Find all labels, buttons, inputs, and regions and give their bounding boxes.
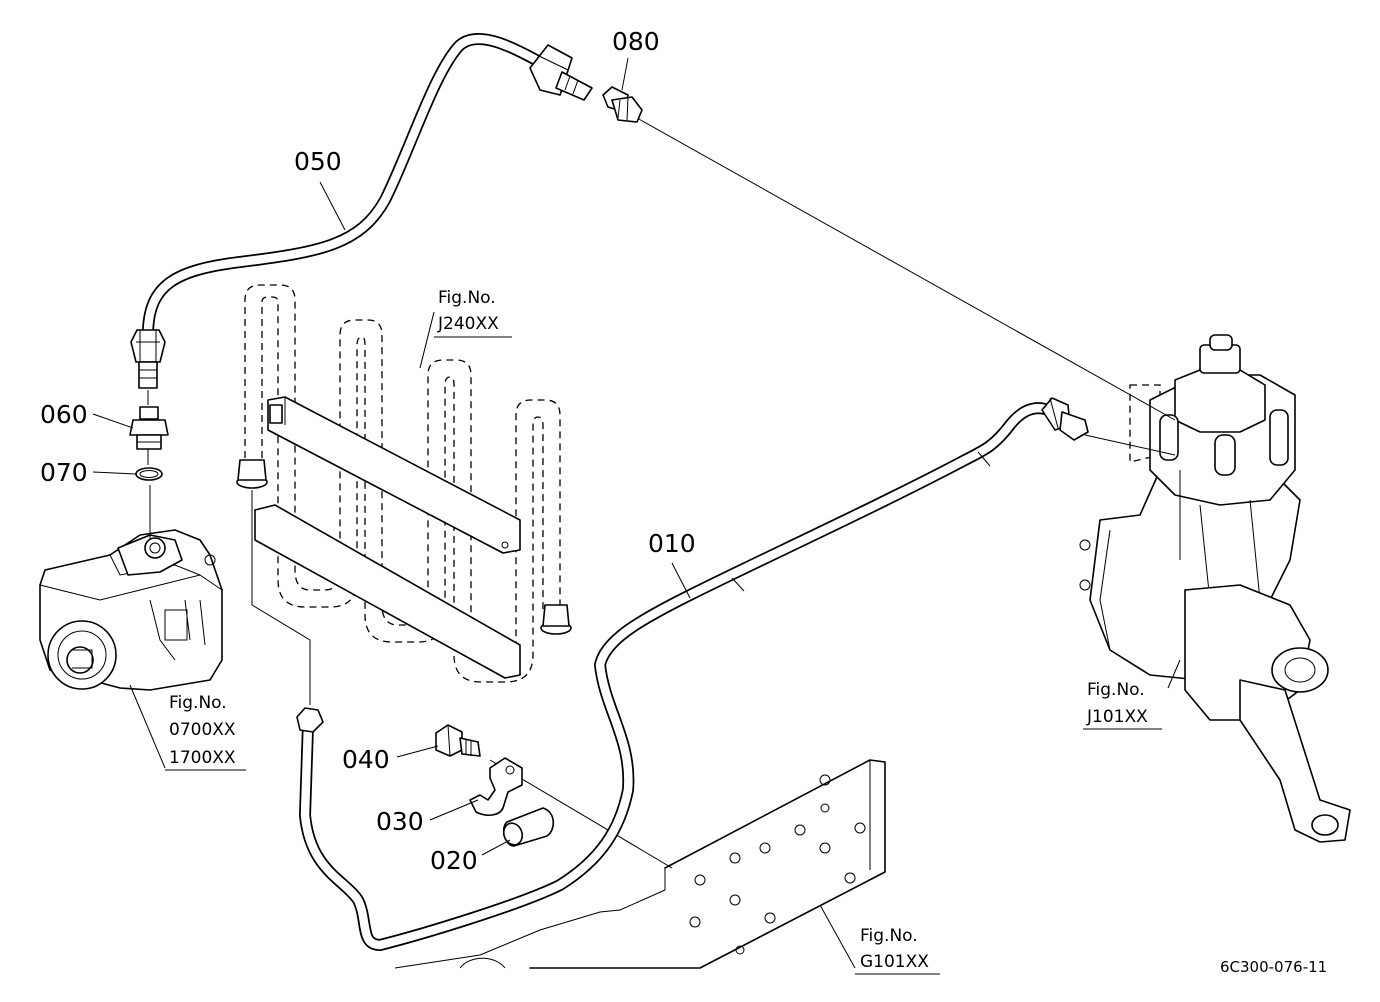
leader-lines [92, 57, 1181, 969]
ref-code: J240XX [437, 314, 499, 334]
oil-cooler [236, 284, 572, 683]
ref-label: Fig.No. [169, 693, 227, 713]
steering-unit [1079, 334, 1351, 843]
ref-hydraulic-pump: Fig.No. 0700XX 1700XX [165, 693, 246, 771]
hose-protector-020 [502, 807, 555, 847]
frame-plate [394, 759, 886, 969]
callout-010: 010 [648, 529, 696, 558]
callout-040: 040 [342, 745, 390, 774]
ref-label: Fig.No. [860, 926, 918, 946]
ref-code: 1700XX [169, 748, 236, 768]
callout-050: 050 [294, 147, 342, 176]
callout-020: 020 [430, 846, 478, 875]
adapter-080 [602, 86, 643, 123]
callout-030: 030 [376, 807, 424, 836]
hose-050 [130, 32, 593, 389]
pipe-010 [296, 397, 1089, 951]
callout-080: 080 [612, 27, 660, 56]
callout-070: 070 [40, 458, 88, 487]
ref-oil-cooler: Fig.No. J240XX [434, 288, 512, 338]
hydraulic-pump [39, 529, 223, 691]
clamp-030 [469, 757, 523, 817]
ref-code: G101XX [860, 952, 929, 972]
ref-code: 0700XX [169, 720, 236, 740]
ref-label: Fig.No. [438, 288, 496, 308]
drawing-code: 6C300-076-11 [1220, 958, 1327, 976]
o-ring-070 [135, 467, 163, 481]
adapter-060 [129, 406, 169, 450]
callout-060: 060 [40, 400, 88, 429]
ref-label: Fig.No. [1087, 680, 1145, 700]
ref-frame: Fig.No. G101XX [855, 926, 940, 975]
ref-code: J101XX [1086, 707, 1148, 727]
alignment-lines [147, 117, 1176, 869]
bolt-040 [435, 724, 481, 757]
ref-steering-unit: Fig.No. J101XX [1083, 680, 1162, 730]
